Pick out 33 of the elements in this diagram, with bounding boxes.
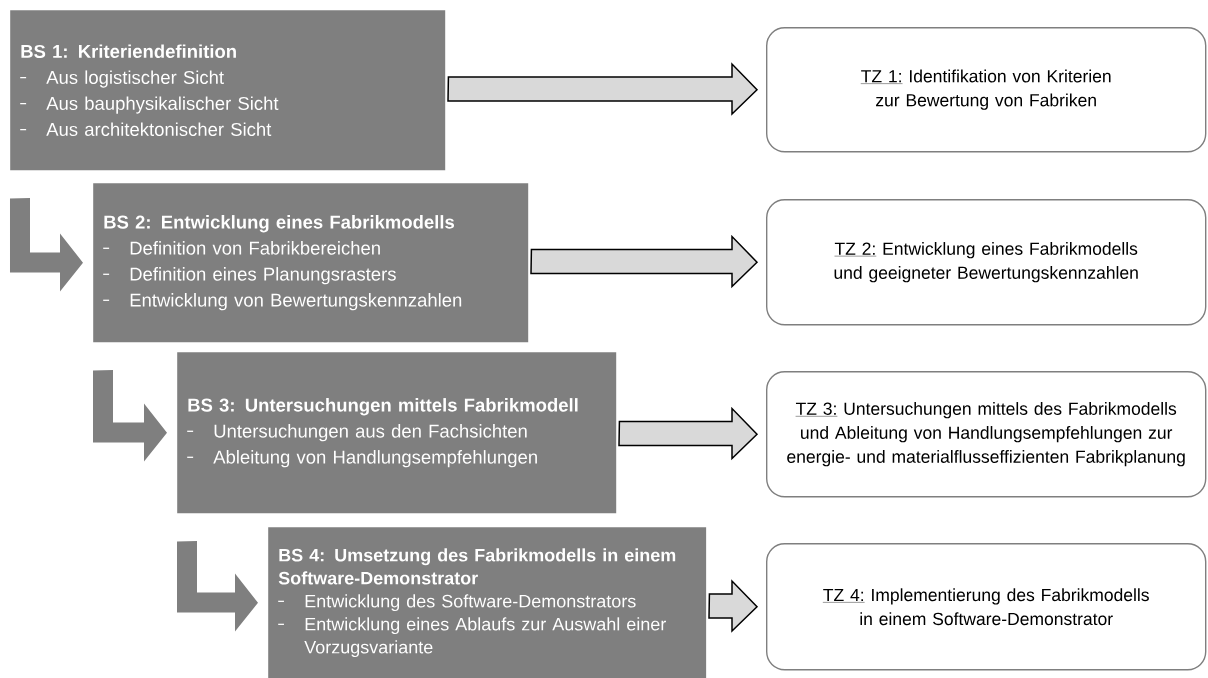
step-box xyxy=(177,352,617,514)
step-box xyxy=(10,10,446,171)
list-item: Definition eines Planungsrasters xyxy=(102,267,396,285)
list-item: Entwicklung des Software-Demonstrators xyxy=(277,594,636,612)
goal-box xyxy=(766,199,1207,326)
block-arrow xyxy=(618,406,759,461)
list-item: Untersuchungen aus den Fachsichten xyxy=(186,424,527,442)
goal-box xyxy=(766,543,1207,671)
bent-arrow xyxy=(10,198,83,292)
list-item: Ableitung von Handlungsempfehlungen xyxy=(186,450,537,468)
list-item: Definition von Fabrikbereichen xyxy=(102,241,380,255)
step-box xyxy=(268,527,707,678)
bent-arrow xyxy=(93,370,167,462)
goal-box xyxy=(766,371,1207,498)
goal-box xyxy=(766,27,1207,153)
box-heading: BS 2: Entwicklung eines Fabrikmodells xyxy=(104,215,454,233)
block-arrow xyxy=(447,62,759,116)
box-heading: BS 3: Untersuchungen mittels Fabrikmodell xyxy=(188,398,578,416)
step-box xyxy=(93,183,529,343)
goal-text: TZ 1: Identifikation von Kriterien zur Bewertung von Fabriken xyxy=(860,69,1111,110)
goal-text: TZ 3: Untersuchungen mittels des Fabrikmodells und Ableitung von Handlungsempfehlungen zur energie- und materialflusseffizienten Fabrikplanung xyxy=(787,402,1185,467)
list-item: Entwicklung von Bewertungskennzahlen xyxy=(102,293,462,311)
list-item: Entwicklung eines Ablaufs zur Auswahl einer Vorzugsvariante xyxy=(277,617,666,658)
block-arrow xyxy=(708,579,759,633)
box-heading: BS 1: Kriteriendefinition xyxy=(21,44,236,58)
list-item: Aus bauphysikalischer Sicht xyxy=(19,96,279,114)
bent-arrow xyxy=(177,541,258,632)
goal-text: TZ 4: Implementierung des Fabrikmodells in einem Software-Demonstrator xyxy=(822,588,1149,626)
list-item: Aus logistischer Sicht xyxy=(19,70,224,88)
block-arrow xyxy=(530,234,759,289)
box-heading: BS 4: Umsetzung des Fabrikmodells in einem Software-Demonstrator xyxy=(278,548,676,585)
goal-text: TZ 2: Entwicklung eines Fabrikmodells und geeigneter Bewertungskennzahlen xyxy=(834,242,1138,283)
list-item: Aus architektonischer Sicht xyxy=(19,122,272,136)
